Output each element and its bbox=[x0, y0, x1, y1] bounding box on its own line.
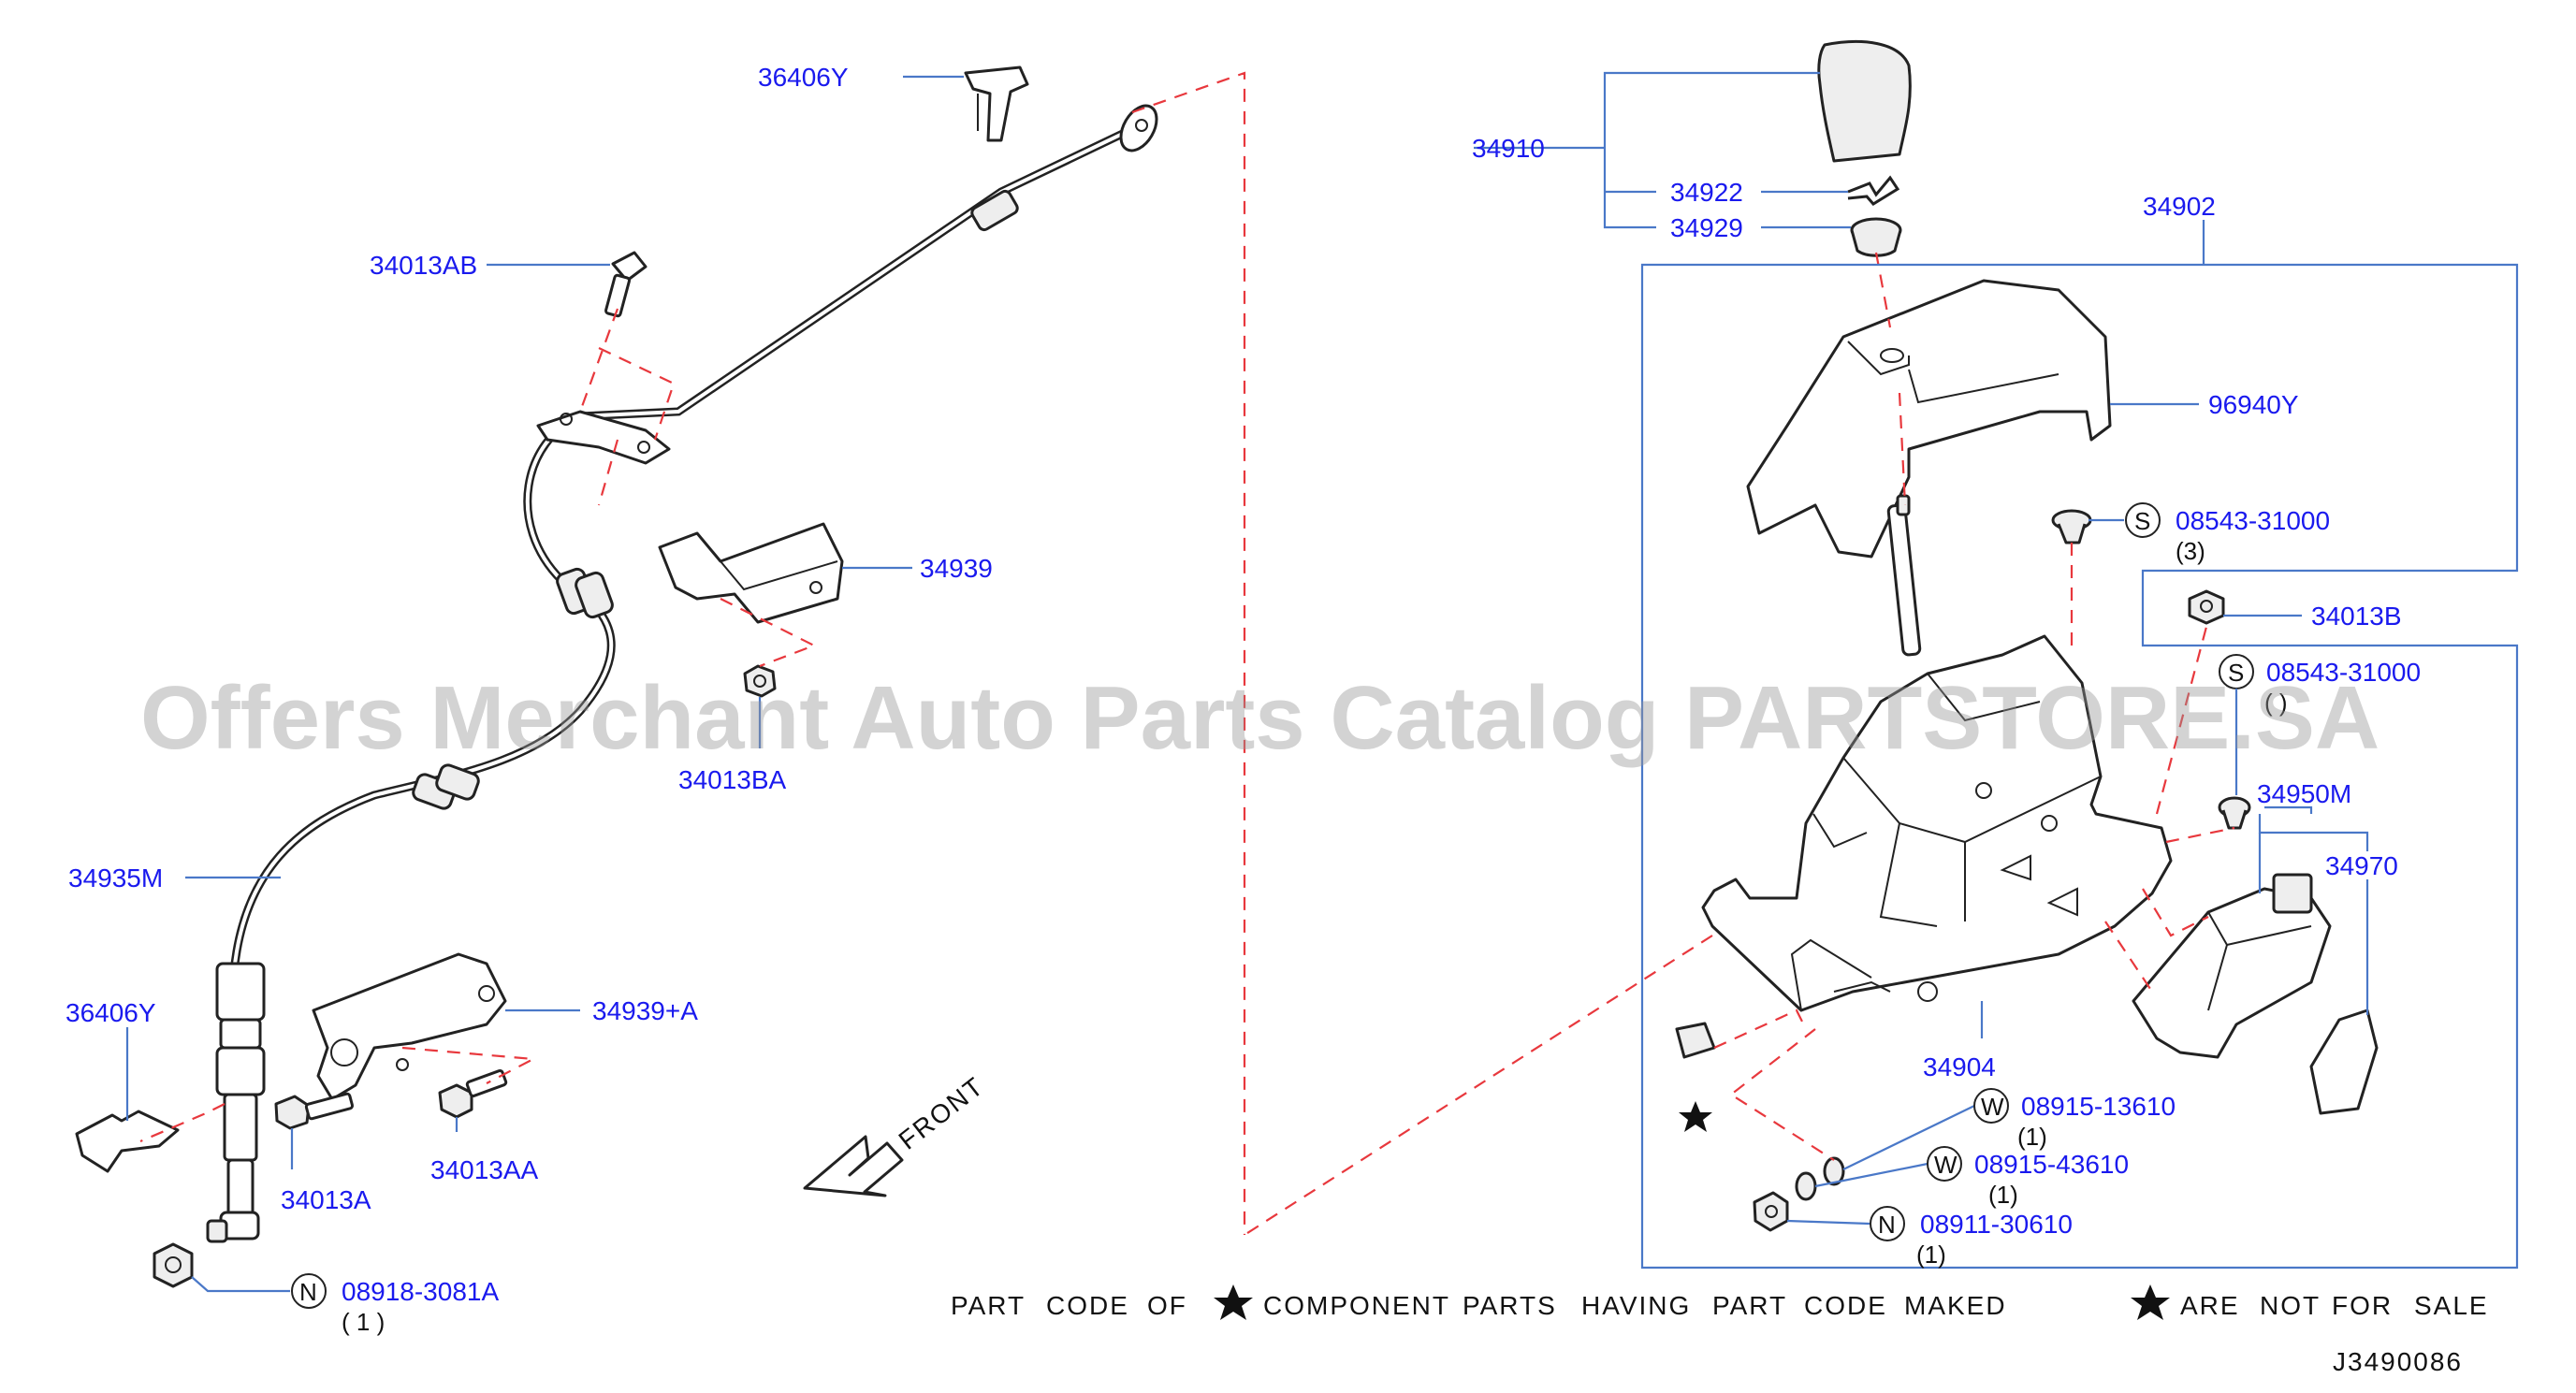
qty-08915-13610: (1) bbox=[2017, 1123, 2047, 1151]
label-34013BA: 34013BA bbox=[678, 765, 787, 794]
nut-08911 bbox=[1753, 1191, 1789, 1232]
label-34929: 34929 bbox=[1670, 213, 1743, 242]
footer-word-13: SALE bbox=[2414, 1291, 2489, 1320]
bolt-34013A bbox=[274, 1092, 355, 1130]
clip-34922 bbox=[1847, 175, 1900, 206]
dashed-lines-right bbox=[1244, 252, 2235, 1236]
label-34922: 34922 bbox=[1670, 178, 1743, 207]
label-08915-13610: 08915-13610 bbox=[2021, 1092, 2176, 1121]
star-icon-footer-1 bbox=[1214, 1284, 1253, 1320]
bracket-34939 bbox=[658, 522, 844, 624]
clip-08543-lower bbox=[2218, 796, 2251, 830]
watermark: Offers Merchant Auto Parts Catalog PARTS… bbox=[140, 668, 2380, 768]
bracket-34939A bbox=[312, 952, 507, 1101]
label-34013AB: 34013AB bbox=[370, 251, 477, 280]
label-08543-31000-b: 08543-31000 bbox=[2266, 658, 2421, 687]
nut-34013BA bbox=[743, 664, 777, 698]
footer-word-4: COMPONENT bbox=[1263, 1291, 1450, 1320]
prefix-n-right: N bbox=[1878, 1211, 1896, 1239]
footer-word-8: CODE bbox=[1804, 1291, 1887, 1320]
qty-08915-43610: (1) bbox=[1988, 1181, 2018, 1209]
label-34902: 34902 bbox=[2143, 192, 2216, 221]
nut-08918-3081A bbox=[153, 1242, 194, 1288]
clip-08543-top bbox=[2051, 509, 2092, 544]
footer-word-1: PART bbox=[951, 1291, 1026, 1320]
qty-08543-31000-a: (3) bbox=[2176, 537, 2205, 565]
footer-word-6: HAVING bbox=[1581, 1291, 1691, 1320]
small-block bbox=[1675, 1022, 1716, 1059]
shift-lever-rod bbox=[1886, 494, 1922, 657]
label-34939: 34939 bbox=[920, 554, 993, 583]
label-08543-31000-a: 08543-31000 bbox=[2176, 506, 2330, 535]
diagram-code: J3490086 bbox=[2333, 1347, 2463, 1376]
label-08918-3081A: 08918-3081A bbox=[342, 1277, 499, 1306]
star-icon-block bbox=[1679, 1101, 1712, 1132]
shifter-base bbox=[1701, 634, 2173, 1012]
label-34910: 34910 bbox=[1472, 134, 1545, 163]
prefix-s-1: S bbox=[2134, 507, 2150, 535]
clip-36406Y-bottom bbox=[75, 1110, 180, 1173]
dashed-lines-left bbox=[139, 71, 1246, 1235]
labels-right: 34910 34922 34929 34902 96940Y S 08543-3… bbox=[1472, 71, 2519, 1270]
bolt-34013AA bbox=[438, 1068, 508, 1119]
bushing-34929 bbox=[1850, 217, 1902, 257]
label-08915-43610: 08915-43610 bbox=[1974, 1150, 2129, 1179]
footer-word-3: OF bbox=[1147, 1291, 1187, 1320]
label-34904: 34904 bbox=[1923, 1052, 1996, 1081]
shift-cable bbox=[206, 104, 1158, 1243]
prefix-w-2: W bbox=[1934, 1151, 1957, 1179]
prefix-n-left: N bbox=[299, 1278, 317, 1306]
prefix-s-2: S bbox=[2228, 659, 2244, 687]
footer-word-11: NOT bbox=[2260, 1291, 2321, 1320]
qty-08911-30610: (1) bbox=[1916, 1241, 1946, 1269]
footer-word-9: MAKED bbox=[1904, 1291, 2007, 1320]
prefix-w-1: W bbox=[1981, 1093, 2004, 1121]
indicator-cover bbox=[1746, 279, 2112, 559]
footer-word-2: CODE bbox=[1046, 1291, 1129, 1320]
label-36406Y-bottom: 36406Y bbox=[65, 998, 156, 1027]
footer-note: PART CODE OF COMPONENT PARTS HAVING PART… bbox=[951, 1284, 2489, 1320]
star-icon-footer-2 bbox=[2131, 1284, 2170, 1320]
footer-word-7: PART bbox=[1712, 1291, 1787, 1320]
front-arrow: FRONT bbox=[803, 1071, 990, 1197]
front-label: FRONT bbox=[894, 1071, 990, 1155]
label-36406Y-top: 36406Y bbox=[758, 63, 849, 92]
washer-2 bbox=[1795, 1171, 1817, 1201]
switch-34970 bbox=[2132, 873, 2379, 1115]
label-96940Y: 96940Y bbox=[2208, 390, 2299, 419]
footer-word-5: PARTS bbox=[1463, 1291, 1557, 1320]
qty-08543-31000-b: ( ) bbox=[2264, 689, 2288, 717]
label-34970: 34970 bbox=[2325, 851, 2398, 880]
label-34950M: 34950M bbox=[2257, 779, 2351, 808]
qty-08918-3081A: ( 1 ) bbox=[342, 1308, 385, 1336]
cable-bracket bbox=[536, 251, 671, 465]
footer-word-12: FOR bbox=[2332, 1291, 2393, 1320]
nut-34013B bbox=[2188, 589, 2225, 625]
label-34935M: 34935M bbox=[68, 863, 163, 892]
labels-left: 36406Y 34013AB 34939 34013BA 34935M 3640… bbox=[65, 63, 993, 1336]
shift-knob bbox=[1817, 39, 1912, 163]
clip-36406Y-top bbox=[964, 65, 1029, 142]
washer-1 bbox=[1823, 1156, 1845, 1186]
label-34013A: 34013A bbox=[281, 1185, 371, 1214]
label-34939A: 34939+A bbox=[592, 996, 698, 1025]
label-08911-30610: 08911-30610 bbox=[1920, 1210, 2073, 1239]
label-34013B: 34013B bbox=[2311, 602, 2402, 631]
label-34013AA: 34013AA bbox=[430, 1155, 539, 1184]
footer-word-10: ARE bbox=[2180, 1291, 2240, 1320]
